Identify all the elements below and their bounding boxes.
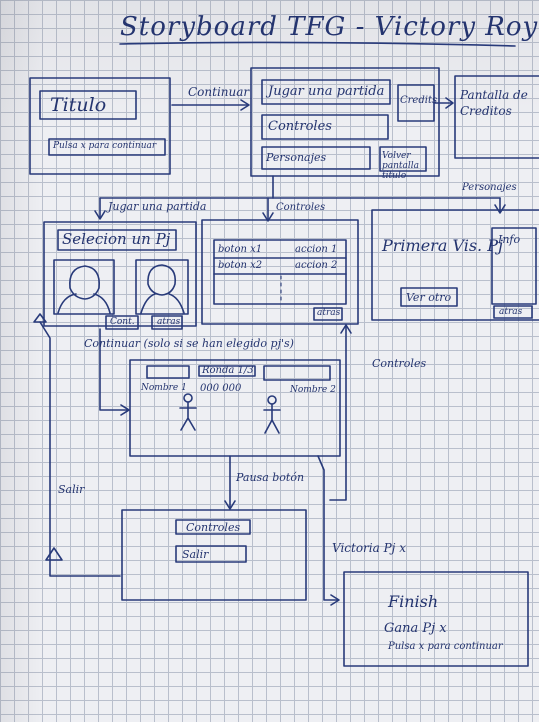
- character-back-button: [493, 305, 533, 319]
- controls-row2-button: boton x2: [218, 260, 263, 271]
- pause-box: [121, 509, 307, 601]
- controls-back-button: [313, 307, 343, 321]
- title-frame: [39, 90, 137, 120]
- title-screen-title: Titulo: [50, 94, 107, 116]
- menu-play-button: [261, 79, 391, 105]
- label-exit: Salir: [58, 483, 85, 496]
- select-confirm-label: Cont.: [110, 317, 135, 327]
- select-back-label: atras: [157, 317, 181, 327]
- gameplay-box: [129, 359, 341, 457]
- menu-play-label: Jugar una partida: [268, 84, 385, 99]
- controls-row2-action: accion 2: [295, 260, 338, 271]
- label-controls-side: Controles: [372, 357, 427, 370]
- label-continue-if-chosen: Continuar (solo si se han elegido pj's): [84, 337, 294, 350]
- credits-screen-box: [454, 75, 539, 159]
- gameplay-name1: Nombre 1: [141, 383, 187, 393]
- finish-box: [343, 571, 529, 667]
- title-underline: [119, 41, 516, 47]
- gameplay-score: 000 000: [200, 383, 242, 394]
- menu-back-label: Volver pantalla titulo: [382, 151, 420, 181]
- finish-title: Finish: [388, 592, 439, 611]
- label-pause-button: Pausa botón: [236, 471, 305, 484]
- select-back-button: [151, 315, 183, 330]
- finish-winner: Gana Pj x: [384, 621, 447, 636]
- character-select-box: [43, 221, 197, 327]
- controls-back-label: atras: [317, 308, 341, 318]
- title-screen-box: [29, 77, 171, 175]
- portrait-frame-1: [53, 259, 115, 315]
- finish-prompt: Pulsa x para continuar: [388, 641, 503, 652]
- controls-row1-button: boton x1: [218, 244, 263, 255]
- menu-controls-label: Controles: [268, 119, 332, 134]
- pause-exit-button: [175, 545, 247, 563]
- label-play-match: Jugar una partida: [108, 200, 207, 213]
- arrow-controls-side: [329, 325, 347, 501]
- menu-characters-label: Personajes: [266, 151, 327, 164]
- select-confirm-button: [105, 315, 139, 330]
- label-controls: Controles: [276, 202, 326, 213]
- character-next-label: Ver otro: [406, 291, 452, 304]
- controls-table: [213, 239, 347, 305]
- arrow-continue-select: [99, 328, 129, 411]
- pause-exit-label: Salir: [182, 548, 209, 561]
- pause-controls-button: [175, 519, 251, 535]
- pause-controls-label: Controles: [186, 521, 241, 534]
- controls-screen-box: [201, 219, 359, 325]
- menu-characters-button: [261, 146, 371, 170]
- controls-row1-action: accion 1: [295, 244, 338, 255]
- character-screen-box: [371, 209, 539, 321]
- title-screen-prompt: Pulsa x para continuar: [53, 141, 157, 151]
- menu-credits-label: Credits: [400, 95, 438, 106]
- menu-back-button: [379, 146, 427, 172]
- menu-controls-button: [261, 114, 389, 140]
- label-continue: Continuar: [188, 85, 250, 99]
- character-info-label: Info: [498, 233, 521, 246]
- player2-bar: [263, 365, 331, 381]
- label-victory: Victoria Pj x: [332, 541, 406, 555]
- portrait-frame-2: [135, 259, 189, 315]
- credits-screen-title: Pantalla de Creditos: [460, 88, 528, 118]
- character-info-frame: [491, 227, 537, 305]
- page-title: Storyboard TFG - Victory Royal: [120, 12, 539, 42]
- character-select-title-frame: [57, 229, 177, 251]
- arrow-exit-loop: [39, 321, 121, 577]
- gameplay-round: Ronda 1/3: [202, 365, 254, 376]
- round-indicator: [198, 365, 256, 377]
- character-back-label: atras: [499, 307, 523, 317]
- player1-bar: [146, 365, 190, 379]
- portrait-1-silhouette: [57, 265, 111, 314]
- player1-figure: [179, 393, 197, 431]
- gameplay-name2: Nombre 2: [290, 385, 336, 395]
- arrow-victory: [317, 455, 339, 601]
- player2-figure: [263, 395, 281, 434]
- character-select-title: Selecion un Pj: [62, 230, 171, 248]
- main-menu-box: [250, 67, 440, 177]
- character-screen-title: Primera Vis. Pj: [382, 236, 503, 255]
- portrait-2-silhouette: [140, 264, 185, 314]
- character-next-button: [400, 287, 458, 307]
- continue-prompt-frame: [48, 138, 166, 156]
- label-characters: Personajes: [462, 182, 517, 193]
